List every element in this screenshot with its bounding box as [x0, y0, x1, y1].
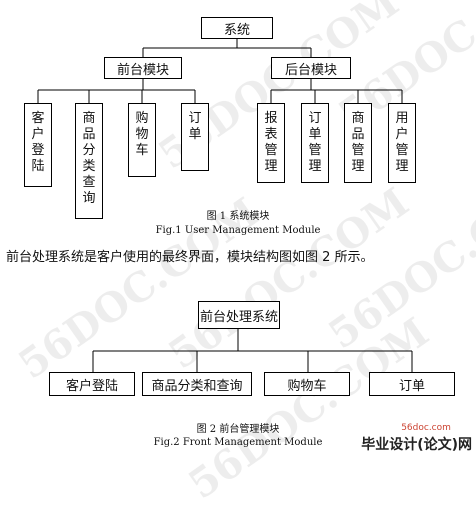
node-category-query: 商品分类查询 [75, 103, 103, 219]
node-shopping-cart-2: 购物车 [264, 372, 350, 396]
node-category-query-2: 商品分类和查询 [142, 372, 252, 396]
figure2-caption-cn: 图 2 前台管理模块 [196, 424, 280, 435]
node-order-mgmt: 订单管理 [301, 103, 329, 183]
figure1-caption-en: Fig.1 User Management Module [155, 225, 321, 236]
node-root: 系统 [201, 17, 273, 39]
site-logo: 56doc.com 毕业设计(论文)网 [361, 423, 472, 454]
node-frontend-system: 前台处理系统 [198, 301, 280, 329]
node-backend-module: 后台模块 [271, 57, 351, 79]
node-report-mgmt: 报表管理 [257, 103, 285, 183]
node-shopping-cart: 购物车 [128, 103, 156, 177]
body-paragraph: 前台处理系统是客户使用的最终界面，模块结构图如图 2 所示。 [6, 250, 374, 265]
node-product-mgmt: 商品管理 [344, 103, 372, 183]
node-customer-login-2: 客户登陆 [49, 372, 135, 396]
node-user-mgmt: 用户管理 [388, 103, 416, 183]
node-order-2: 订单 [369, 372, 455, 396]
connector-lines [37, 39, 413, 372]
node-customer-login: 客户登陆 [24, 103, 52, 187]
figure2-caption-en: Fig.2 Front Management Module [153, 437, 323, 448]
site-logo-small: 56doc.com [401, 423, 451, 433]
node-frontend-module: 前台模块 [104, 57, 182, 79]
site-logo-text: 毕业设计(论文)网 [361, 437, 472, 453]
figure1-caption-cn: 图 1 系统模块 [206, 211, 270, 222]
node-order: 订单 [181, 103, 209, 171]
